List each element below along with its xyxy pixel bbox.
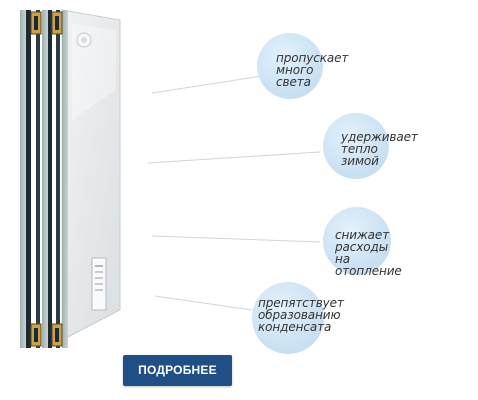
glass-pane-2 bbox=[42, 10, 48, 348]
feature-label: пропускает много света bbox=[276, 51, 349, 89]
feature-label: снижает расходы на отопление bbox=[335, 228, 402, 278]
sealant-strip bbox=[26, 10, 31, 348]
feature-circle bbox=[323, 113, 389, 179]
connector-line-2 bbox=[147, 151, 321, 164]
glass-pane-3 bbox=[62, 10, 68, 348]
feature-circle bbox=[323, 207, 391, 275]
feature-circle bbox=[257, 33, 323, 99]
more-details-button[interactable]: ПОДРОБНЕЕ bbox=[123, 355, 232, 386]
glass-pane-1 bbox=[20, 10, 26, 348]
feature-label: препятствует образованию конденсата bbox=[258, 296, 344, 334]
connector-line-1 bbox=[151, 75, 263, 94]
connector-line-3 bbox=[151, 235, 321, 243]
feature-circle bbox=[252, 282, 324, 354]
feature-label: удерживает тепло зимой bbox=[341, 130, 418, 168]
connector-line-4 bbox=[154, 295, 253, 311]
